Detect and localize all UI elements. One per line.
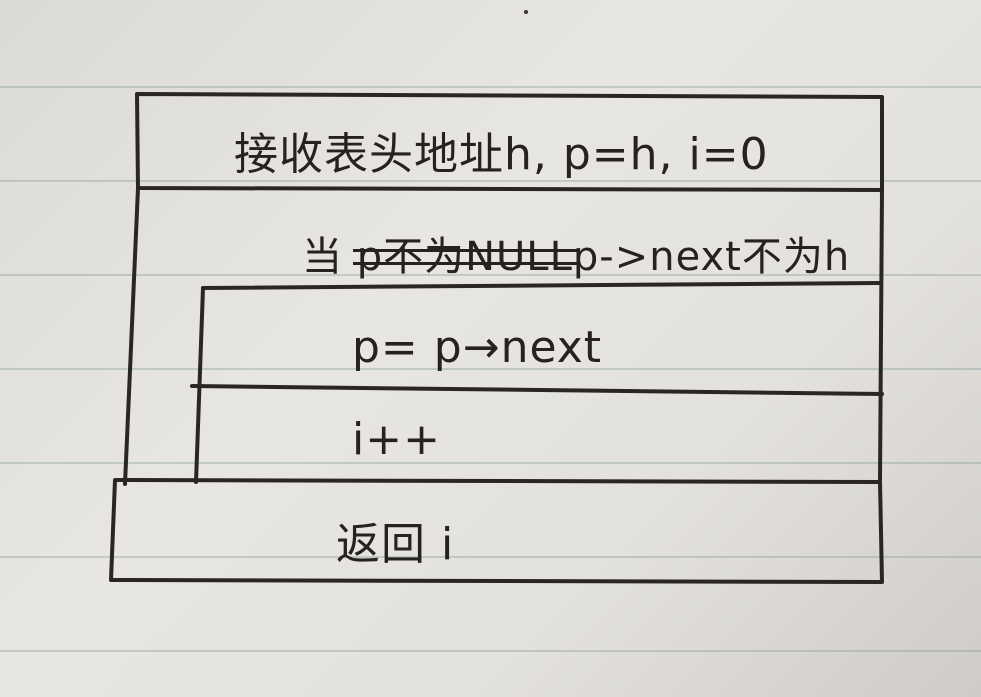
loop-body-top <box>201 281 882 290</box>
ink-speck <box>524 10 528 14</box>
return-block-text: 返回 i <box>336 519 455 570</box>
loop-right-edge <box>878 188 884 482</box>
struck-condition-text: p不为NULL <box>356 234 573 280</box>
struck-condition: p不为NULL <box>352 224 577 282</box>
loop-prefix: 当 <box>302 234 343 280</box>
strikethrough-mark <box>352 249 577 265</box>
return-block-border <box>109 478 884 584</box>
init-block-text: 接收表头地址h, p=h, i=0 <box>234 129 769 180</box>
loop-condition-row: 当 p不为NULL p->next不为h <box>302 224 850 282</box>
loop-body-statement-2: i++ <box>352 414 441 465</box>
loop-condition: p->next不为h <box>572 234 851 280</box>
loop-outer-left <box>123 186 140 486</box>
loop-body-statement-1: p= p→next <box>352 322 603 373</box>
body-separator <box>190 384 884 396</box>
